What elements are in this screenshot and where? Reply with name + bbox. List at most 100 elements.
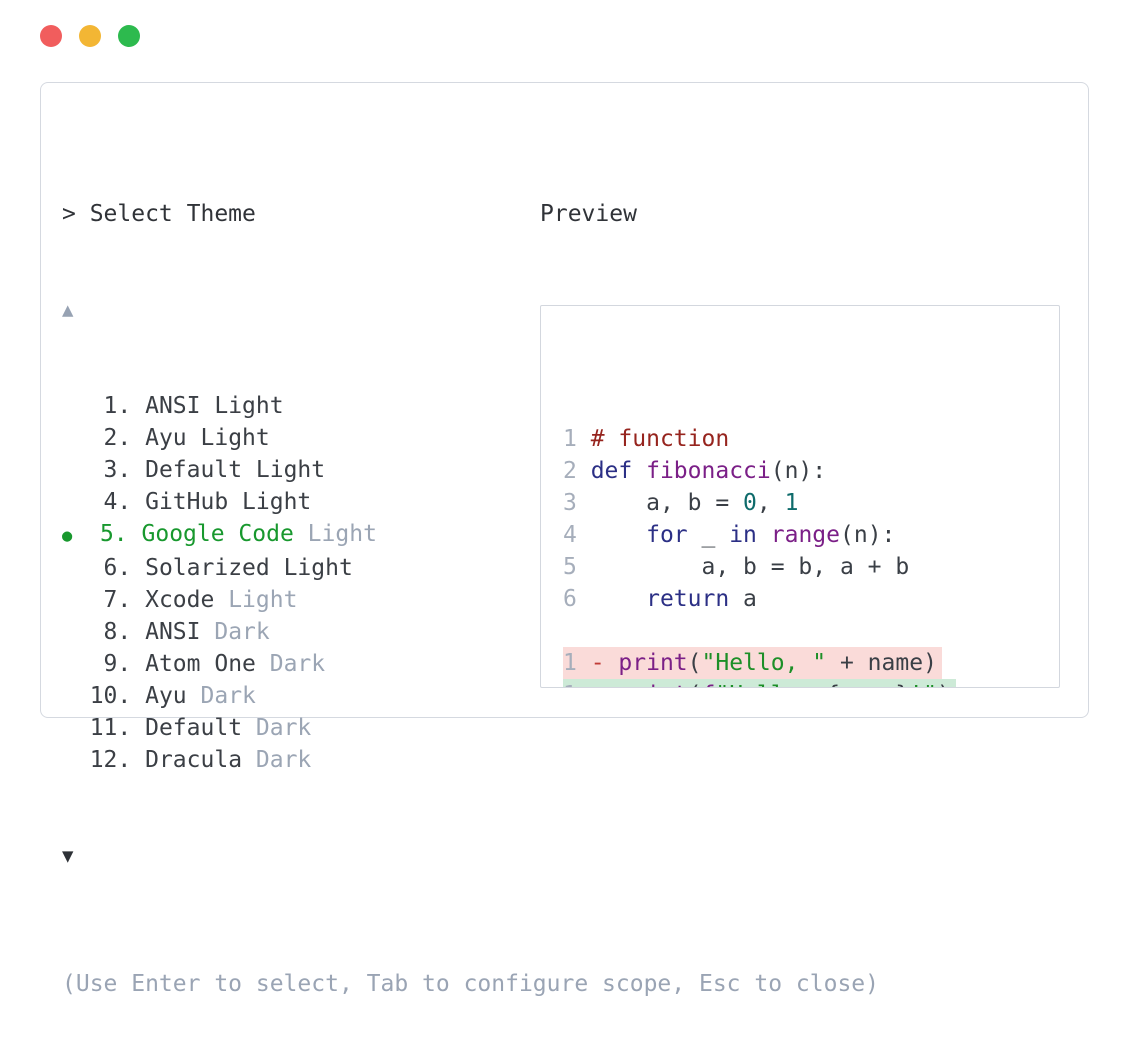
window-controls	[40, 25, 140, 47]
theme-list-item[interactable]: 2. Ayu Light	[62, 422, 879, 454]
theme-name: Ayu	[145, 683, 187, 709]
theme-list-item[interactable]: 11. Default Dark	[62, 712, 879, 744]
theme-number: 11.	[75, 715, 146, 741]
theme-number: 3.	[75, 457, 146, 483]
theme-name: GitHub Light	[145, 489, 312, 515]
code-token: def	[590, 458, 633, 484]
code-line: 5 a, b = b, a + b	[563, 551, 909, 583]
theme-list-item[interactable]: 10. Ayu Dark	[62, 680, 879, 712]
minimize-button[interactable]	[79, 25, 101, 47]
theme-variant-dim: Dark	[255, 651, 326, 677]
code-token: ,	[756, 490, 785, 516]
marker-space	[62, 489, 76, 515]
code-token: (	[688, 682, 702, 687]
marker-space	[62, 555, 76, 581]
zoom-button[interactable]	[118, 25, 140, 47]
code-token: (n):	[840, 522, 896, 548]
theme-name: Ayu Light	[145, 425, 270, 451]
theme-variant-dim: Dark	[200, 619, 270, 645]
theme-list-item[interactable]: 1. ANSI Light	[62, 390, 879, 422]
theme-number: 12.	[75, 747, 146, 773]
theme-name: Default	[145, 715, 243, 741]
code-token: # function	[590, 426, 730, 452]
selected-indicator-icon: ●	[62, 526, 73, 546]
marker-space	[62, 457, 76, 483]
code-token: 1	[784, 490, 799, 516]
marker-space	[62, 425, 76, 451]
theme-list-item[interactable]: 4. GitHub Light	[62, 486, 879, 518]
theme-number: 9.	[75, 651, 146, 677]
code-token: print	[618, 650, 688, 676]
theme-variant-dim: Dark	[186, 683, 256, 709]
code-token: )	[937, 682, 951, 687]
theme-name: Default Light	[145, 457, 326, 483]
close-button[interactable]	[40, 25, 62, 47]
code-token	[591, 522, 646, 548]
code-line: 2 def fibonacci(n):	[563, 455, 826, 487]
picker-title: > Select Theme	[62, 201, 256, 227]
code-token: for	[646, 522, 688, 548]
theme-name: ANSI Light	[145, 393, 284, 419]
code-token: return	[646, 586, 730, 612]
code-token: f	[702, 682, 716, 687]
theme-number: 7.	[75, 587, 146, 613]
code-token: a, b = b, a + b	[590, 554, 910, 580]
marker-space	[62, 393, 76, 419]
theme-list-item[interactable]: 8. ANSI Dark	[62, 616, 879, 648]
theme-name: Google Code	[141, 521, 294, 547]
code-token: in	[729, 522, 757, 548]
code-token: print	[618, 682, 687, 687]
theme-list-item[interactable]: 6. Solarized Light	[62, 552, 879, 584]
scroll-up-icon[interactable]: ▲	[62, 299, 74, 321]
footer-hint: (Use Enter to select, Tab to configure s…	[62, 971, 879, 997]
code-token: a	[729, 586, 757, 612]
theme-name: Solarized Light	[145, 555, 353, 581]
line-number: 2	[563, 458, 591, 484]
line-number: 4	[563, 522, 591, 548]
line-number: 5	[563, 554, 591, 580]
preview-label: Preview	[540, 201, 637, 227]
marker-space	[62, 715, 76, 741]
theme-number: 5.	[72, 521, 142, 547]
theme-number: 4.	[75, 489, 146, 515]
code-token: _	[687, 522, 730, 548]
marker-space	[62, 619, 76, 645]
theme-number: 6.	[75, 555, 146, 581]
theme-name: Dracula	[145, 747, 243, 773]
code-token: (n):	[770, 458, 827, 484]
theme-variant-dim: Light	[214, 587, 298, 613]
marker-space	[62, 683, 76, 709]
theme-name: Atom One	[145, 651, 256, 677]
code-token: + name)	[826, 650, 937, 676]
code-token	[591, 586, 646, 612]
marker-space	[62, 747, 76, 773]
line-number: 6	[563, 586, 591, 612]
theme-list-item[interactable]: 9. Atom One Dark	[62, 648, 879, 680]
theme-list-item[interactable]: ● 5. Google Code Light	[62, 518, 879, 552]
theme-list-item[interactable]: 7. Xcode Light	[62, 584, 879, 616]
theme-variant-dim: Dark	[242, 715, 312, 741]
theme-picker-panel: > Select Theme ▲ 1. ANSI Light 2. Ayu Li…	[40, 82, 1089, 997]
marker-space	[62, 587, 76, 613]
theme-number: 10.	[75, 683, 146, 709]
code-token: "Hello, "	[701, 650, 827, 676]
scroll-down-icon[interactable]: ▼	[62, 845, 74, 867]
theme-number: 1.	[75, 393, 146, 419]
code-token: -	[590, 650, 619, 676]
theme-variant-dim: Light	[293, 521, 377, 547]
code-line: 1 # function	[563, 423, 729, 455]
code-token: !"	[909, 682, 937, 687]
code-line	[563, 615, 591, 647]
line-number: 1	[563, 682, 591, 687]
code-token	[632, 458, 646, 484]
theme-number: 8.	[75, 619, 146, 645]
code-diff-line-removed: 1 - print("Hello, " + name)	[563, 647, 942, 679]
code-token	[757, 522, 771, 548]
code-token: {name}	[826, 682, 909, 687]
theme-list-item[interactable]: 3. Default Light	[62, 454, 879, 486]
line-number: 1	[563, 650, 591, 676]
line-number: 1	[563, 426, 591, 452]
